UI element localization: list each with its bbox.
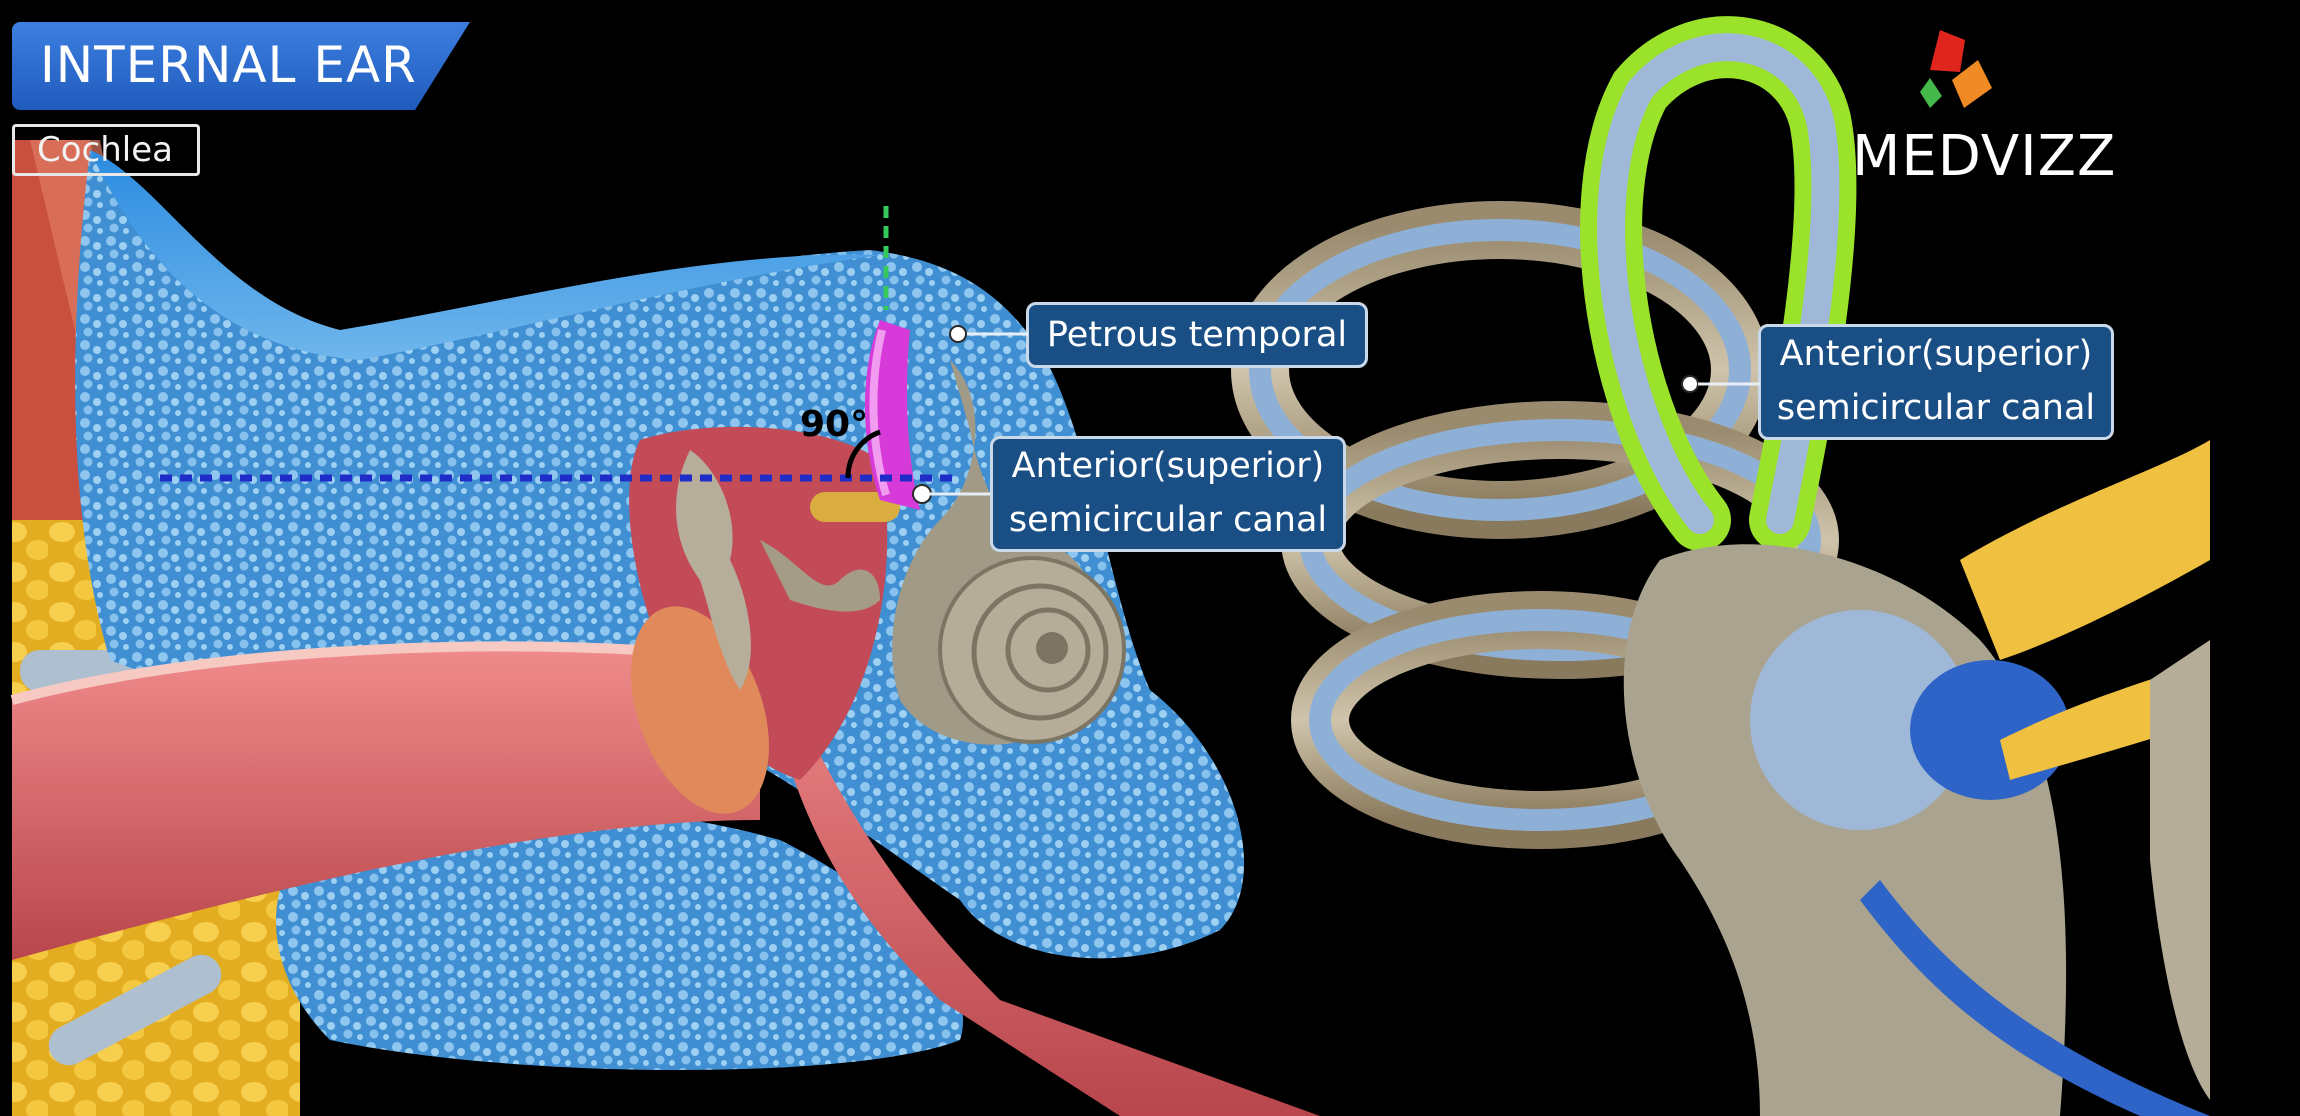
brand-name: MEDVIZZ [1852, 124, 2117, 189]
label-line: semicircular canal [1008, 500, 1328, 540]
anterior-canal-label-left: Anterior(superior) semicircular canal [990, 436, 1346, 552]
subtopic-label: Cochlea [12, 124, 200, 176]
vestibule-and-nerves [1623, 440, 2210, 1116]
cochlea [892, 360, 1126, 745]
medvizz-logo-icon [1920, 30, 1992, 108]
label-line: Anterior(superior) [1779, 334, 2093, 374]
external-auditory-canal [10, 620, 1320, 1116]
topic-title: INTERNAL EAR [40, 36, 417, 94]
petrous-temporal-label: Petrous temporal [1026, 302, 1368, 368]
angle-label: 90° [800, 404, 869, 445]
topic-banner [12, 22, 470, 110]
label-line: semicircular canal [1776, 388, 2096, 428]
anterior-canal-label-right: Anterior(superior) semicircular canal [1758, 324, 2114, 440]
reference-lines [160, 206, 960, 482]
label-line: Anterior(superior) [1011, 446, 1325, 486]
